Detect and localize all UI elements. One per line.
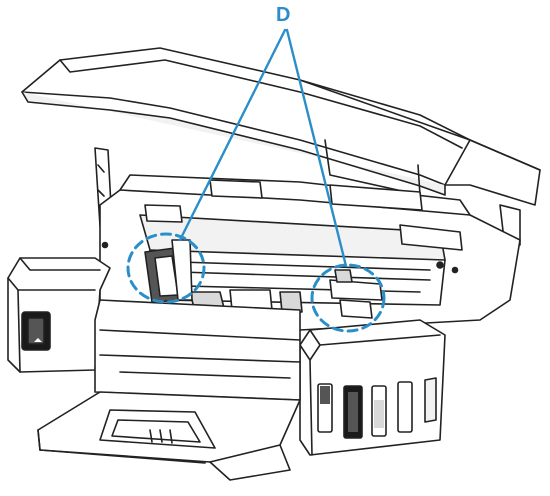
- leader-line-right: [285, 28, 348, 268]
- paper-tray: [37, 391, 301, 481]
- callout-label-d: D: [276, 4, 291, 26]
- leader-lines: [178, 28, 348, 268]
- printer-body-top: [99, 174, 521, 331]
- latch-right: [329, 269, 383, 319]
- paper-output-area: [94, 299, 301, 401]
- print-head-left: [144, 239, 193, 303]
- highlight-circle-left: [126, 232, 206, 304]
- scanner-lid: [21, 47, 541, 206]
- leader-line-left: [178, 28, 287, 242]
- highlight-circles: [126, 232, 386, 333]
- highlight-circle-right: [310, 263, 386, 333]
- ink-tank-left: [7, 257, 111, 373]
- ink-tank-right: [299, 319, 446, 456]
